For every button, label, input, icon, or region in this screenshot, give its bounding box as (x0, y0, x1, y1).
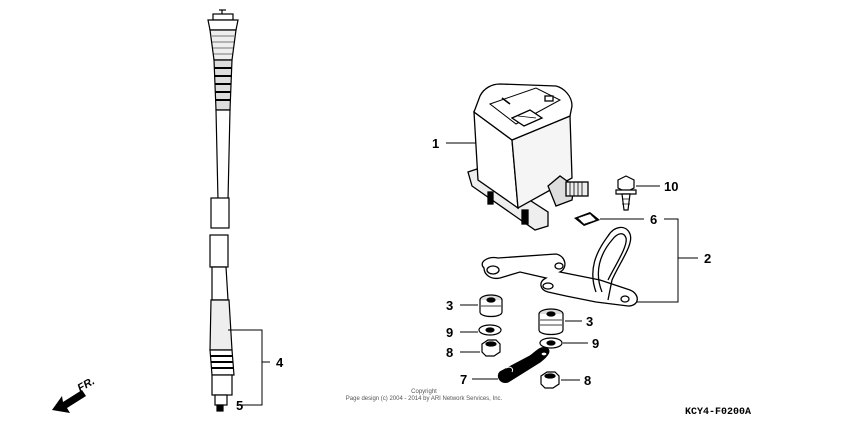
grommet-left (479, 294, 503, 318)
callout-7: 7 (460, 372, 467, 387)
flange-bolt (615, 175, 637, 211)
callout-4: 4 (276, 355, 284, 370)
cable-clamp (497, 347, 550, 383)
callout-8-right: 8 (584, 373, 591, 388)
front-arrow-icon (52, 390, 86, 413)
washer-left (478, 324, 502, 336)
meter-pad (574, 212, 600, 226)
callout-6: 6 (650, 212, 657, 227)
nut-left (481, 339, 501, 357)
meter-stay (481, 226, 638, 307)
cable-callout-leaders (228, 329, 270, 406)
callout-9-left: 9 (446, 325, 453, 340)
diagram-code: KCY4-F0200A (685, 407, 751, 418)
nut-right (540, 371, 560, 389)
callout-3-left: 3 (446, 298, 453, 313)
callout-5: 5 (236, 398, 243, 413)
callout-9-right: 9 (592, 336, 599, 351)
callout-2: 2 (704, 251, 711, 266)
grommet-right (538, 308, 564, 336)
copyright-line-2: Page design (c) 2004 - 2014 by ARI Netwo… (346, 396, 503, 402)
copyright-line-1: Copyright (411, 389, 437, 395)
front-label: FR. (76, 375, 97, 394)
callout-3-right: 3 (586, 314, 593, 329)
callout-10: 10 (664, 179, 678, 194)
speedometer-unit (467, 83, 589, 231)
callout-2-leader (636, 218, 698, 303)
speedometer-cable (207, 9, 239, 412)
callout-1: 1 (432, 136, 439, 151)
washer-right (539, 337, 563, 349)
callout-8-left: 8 (446, 345, 453, 360)
